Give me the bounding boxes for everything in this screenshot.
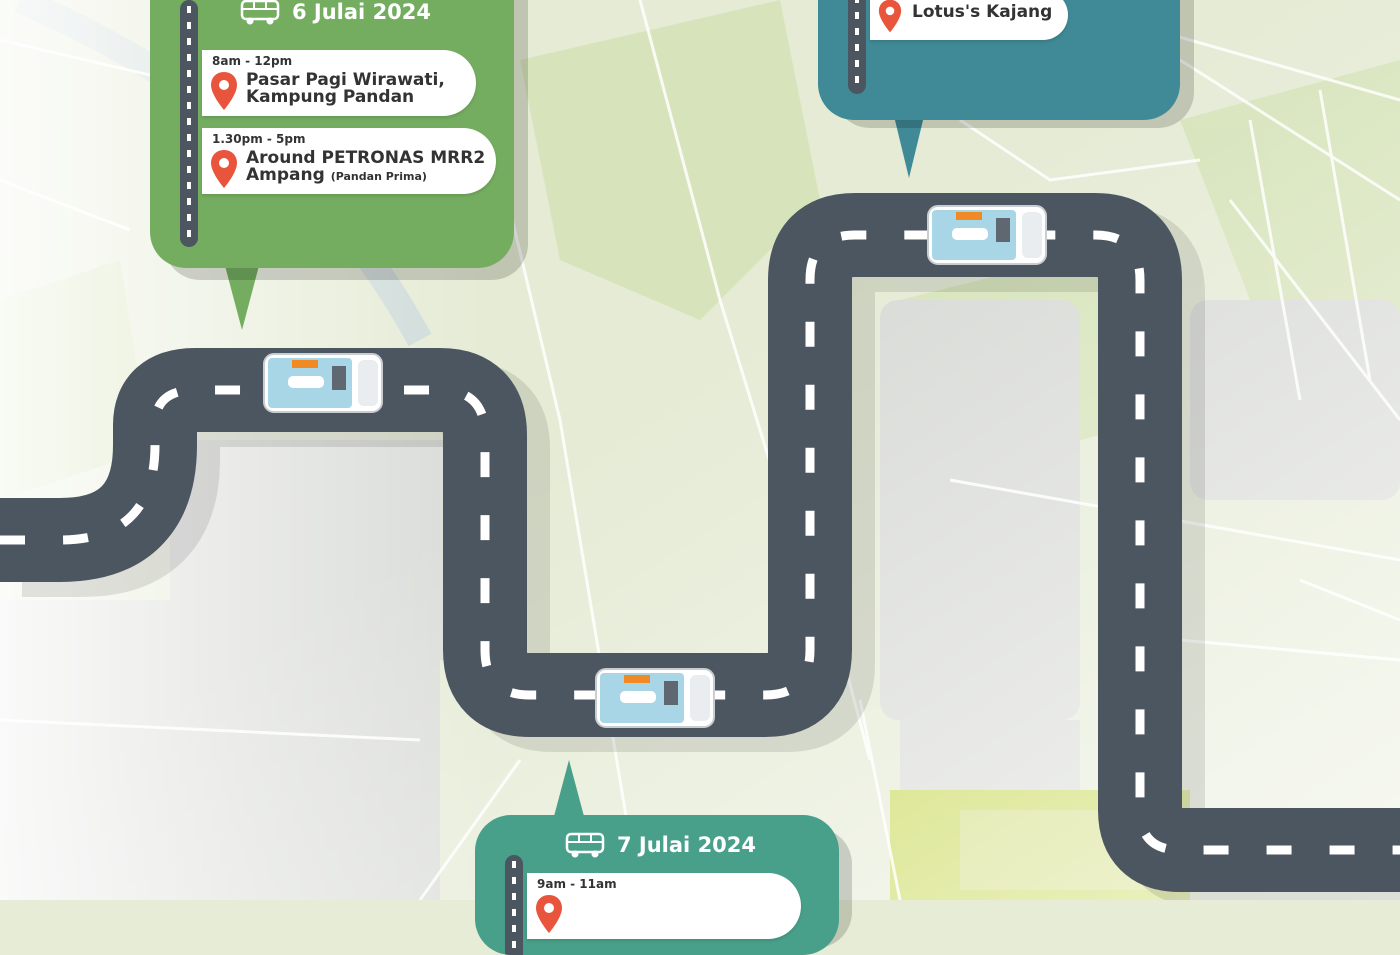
stop-time: 8am - 12pm	[212, 54, 293, 68]
card-day1-stop-2: 1.30pm - 5pm Around PETRONAS MRR2 Ampang…	[202, 128, 496, 194]
stop-place-line1: Pasar Pagi Wirawati,	[246, 70, 445, 90]
location-pin-icon	[211, 72, 237, 110]
card-top-right-stop-1: Lotus's Kajang	[870, 0, 1068, 40]
stop-place-line1: Lotus's Kajang	[912, 2, 1053, 22]
card-day2-date: 7 Julai 2024	[617, 833, 757, 857]
bus-icon	[565, 832, 605, 858]
card-day2-tail	[553, 760, 585, 820]
stop-place-line2-wrap: Ampang (Pandan Prima)	[246, 167, 485, 185]
card-day1-stop-1: 8am - 12pm Pasar Pagi Wirawati, Kampung …	[202, 50, 476, 116]
card-day1-tail	[224, 262, 260, 330]
card-day2-mini-road	[505, 855, 523, 955]
stop-place: Around PETRONAS MRR2 Ampang (Pandan Prim…	[246, 150, 485, 185]
card-day2-header: 7 Julai 2024	[565, 831, 756, 859]
stop-place-sub: (Pandan Prima)	[330, 170, 427, 183]
stop-place-line2: Kampung Pandan	[246, 87, 415, 107]
route-map	[0, 0, 1400, 900]
card-day1: 6 Julai 2024 8am - 12pm Pasar Pagi Wiraw…	[150, 0, 514, 268]
card-top-right: Lotus's Kajang	[818, 0, 1180, 120]
stop-place-line1: Around PETRONAS MRR2	[246, 148, 486, 168]
location-pin-icon	[878, 0, 902, 33]
stop-place: Pasar Pagi Wirawati, Kampung Pandan	[246, 72, 445, 106]
stop-time: 1.30pm - 5pm	[212, 132, 306, 146]
card-day1-header: 6 Julai 2024	[240, 0, 431, 26]
location-pin-icon	[211, 150, 237, 188]
stop-time: 9am - 11am	[537, 877, 617, 891]
stop-place-line2: Ampang	[246, 165, 325, 185]
card-day1-date: 6 Julai 2024	[292, 0, 432, 24]
card-top-right-mini-road	[848, 0, 866, 94]
card-top-right-tail	[893, 112, 925, 178]
location-pin-icon	[536, 895, 562, 933]
card-day2: 7 Julai 2024 9am - 11am	[475, 815, 839, 955]
stop-place: Lotus's Kajang	[912, 4, 1052, 21]
card-day2-stop-1: 9am - 11am	[527, 873, 801, 939]
van-1	[263, 353, 383, 413]
card-day1-mini-road	[180, 0, 198, 247]
van-2	[595, 668, 715, 728]
van-3	[927, 205, 1047, 265]
bus-icon	[240, 0, 280, 25]
road-lane-markings	[0, 230, 1400, 855]
